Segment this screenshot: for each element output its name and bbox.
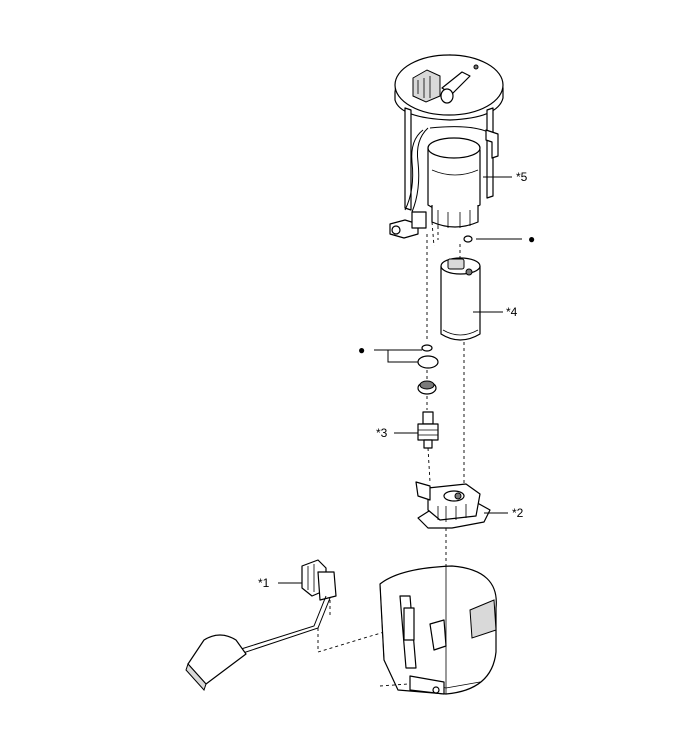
o-ring-large <box>417 355 439 369</box>
bullet-marker-lower: ● <box>358 343 365 357</box>
spacer-ring <box>417 234 437 410</box>
o-ring-upper <box>463 235 473 243</box>
callout-5: *5 <box>516 170 528 184</box>
fuel-pump-assembly-top <box>389 54 504 247</box>
callout-4: *4 <box>506 305 518 319</box>
bullet-marker-upper: ● <box>528 232 535 246</box>
pressure-regulator <box>417 411 439 483</box>
fuel-sender-gauge <box>185 559 405 691</box>
callout-1: *1 <box>258 576 270 590</box>
callout-3: *3 <box>376 426 388 440</box>
o-ring-small <box>421 344 433 352</box>
callout-leaders <box>278 176 522 584</box>
pump-bracket <box>415 481 491 574</box>
fuel-pump <box>440 244 481 484</box>
callout-2: *2 <box>512 506 524 520</box>
fuel-sub-tank <box>379 565 497 695</box>
